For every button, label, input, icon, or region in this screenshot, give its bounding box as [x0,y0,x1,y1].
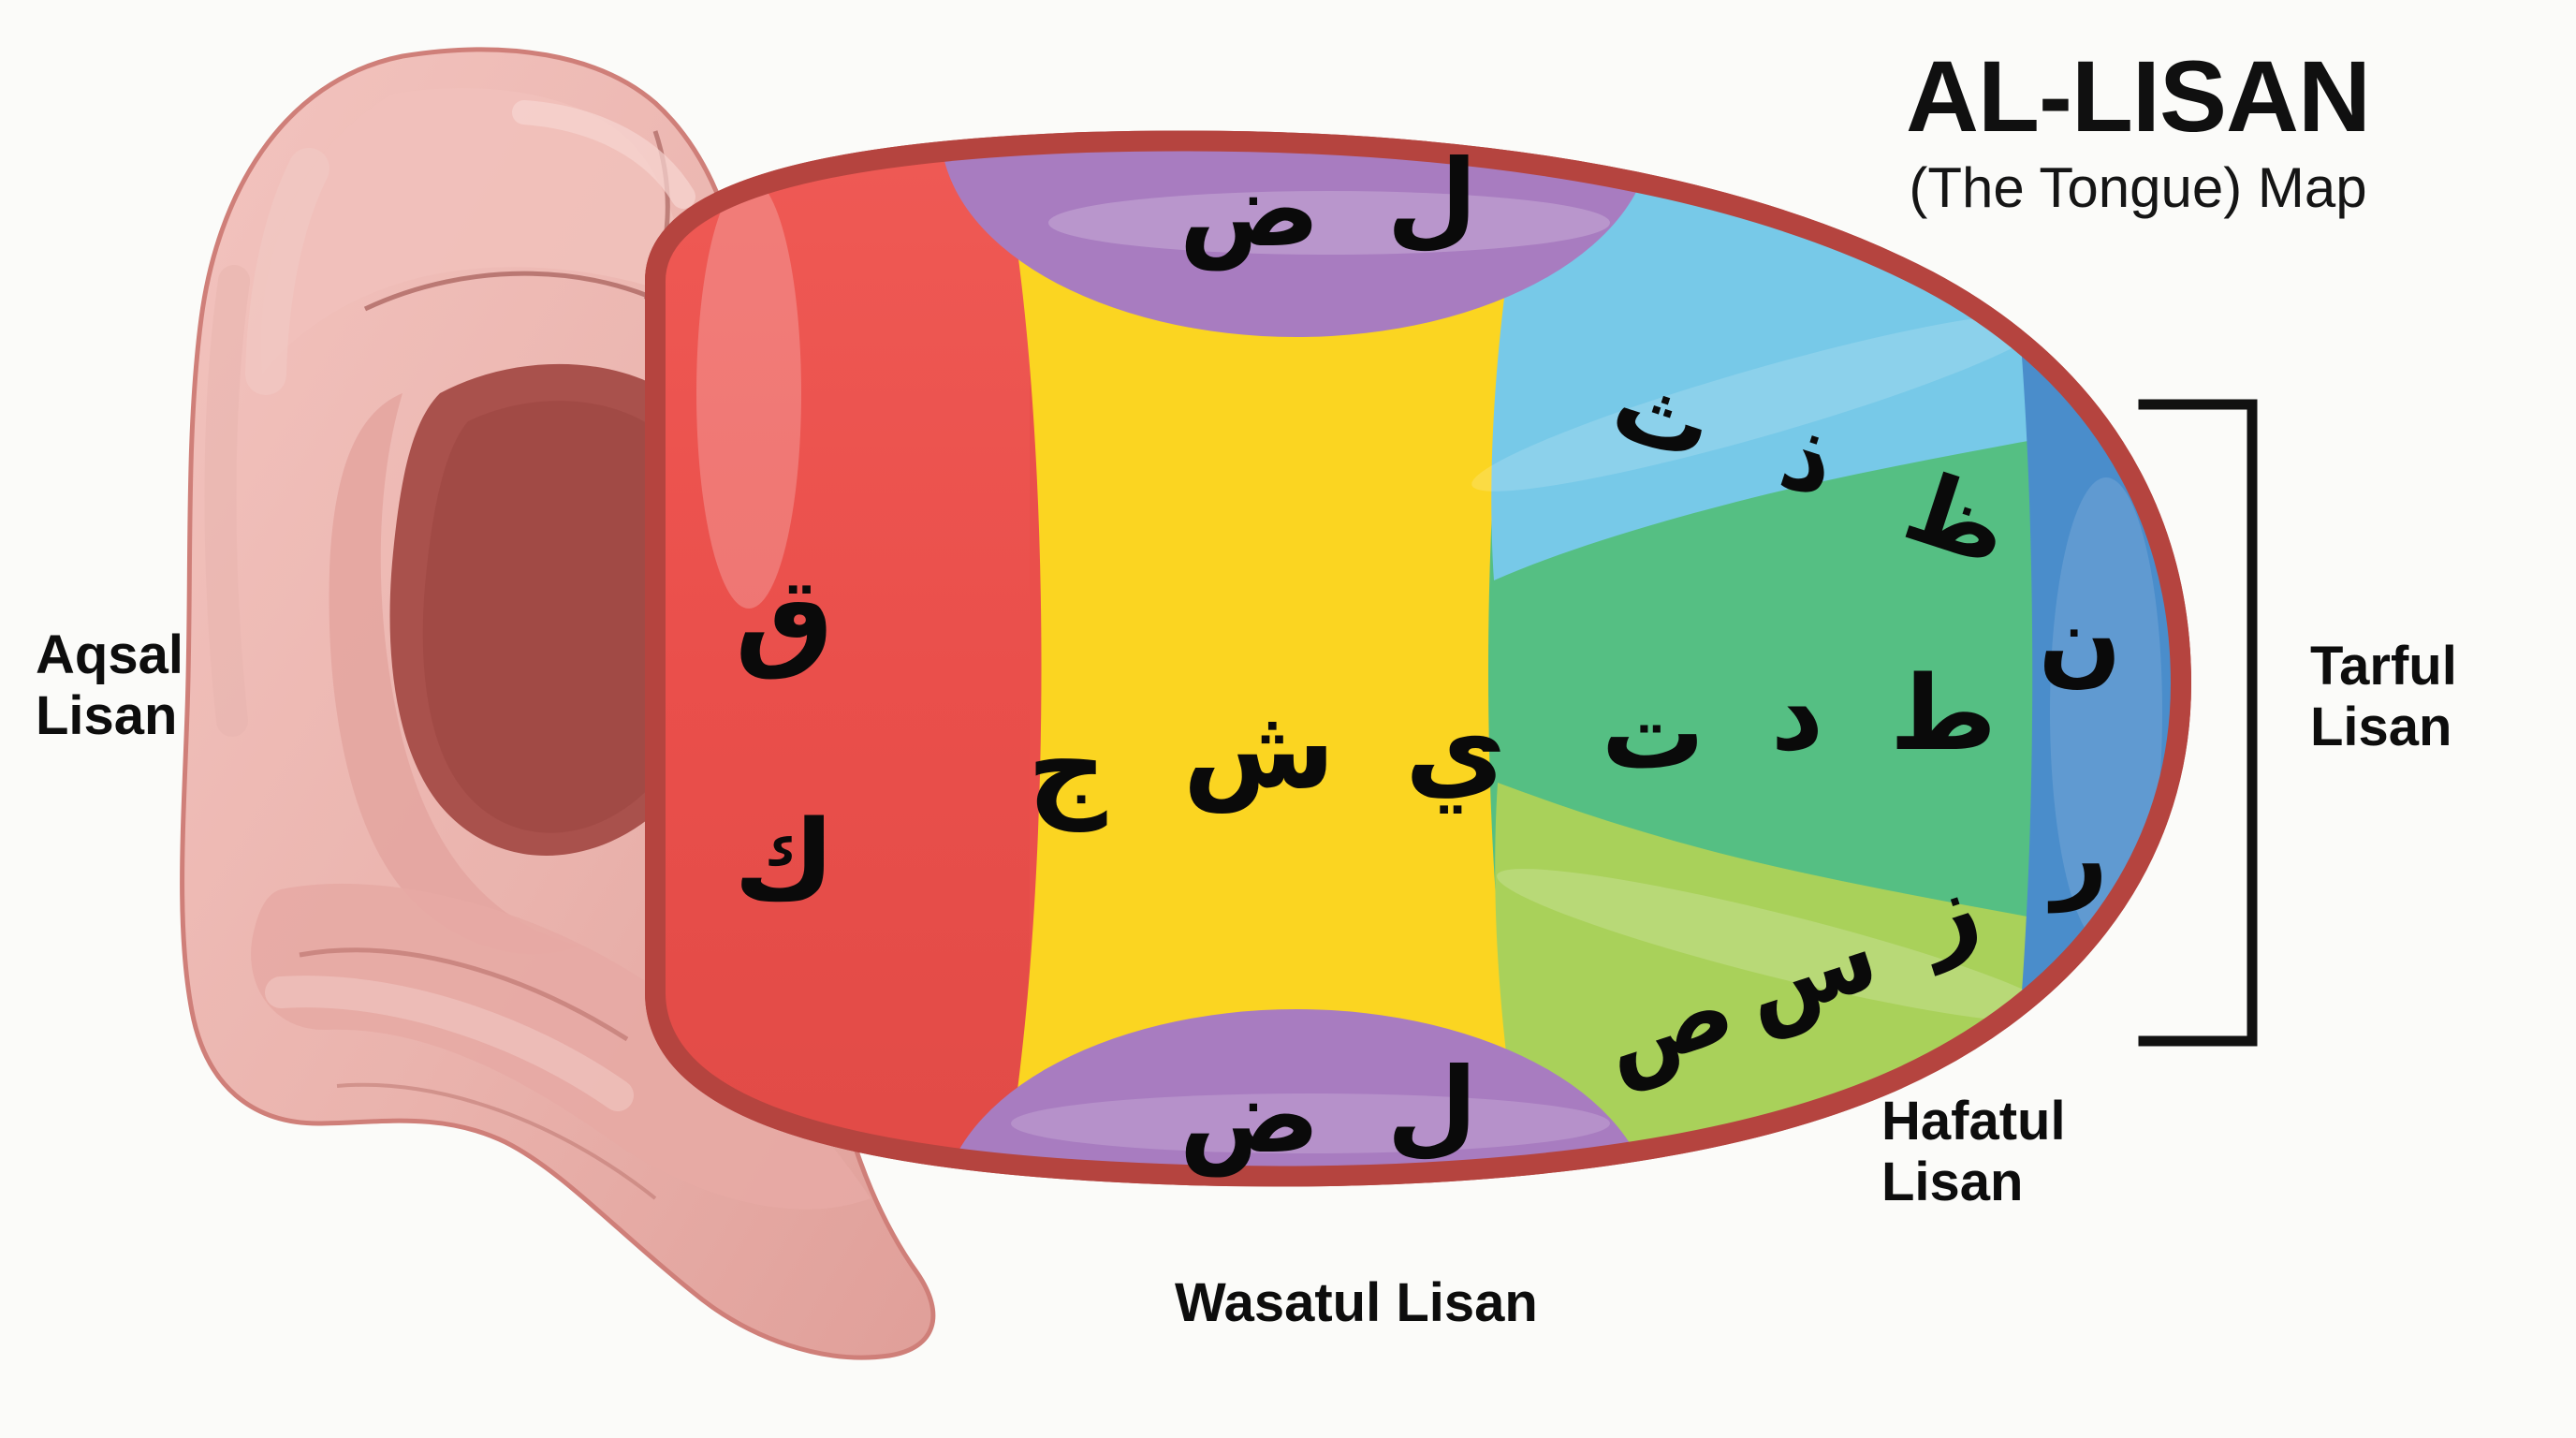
letter-ra: ر [2047,799,2108,913]
label-tarful-line1: Tarful [2310,636,2457,697]
label-wasatul-lisan: Wasatul Lisan [1175,1272,1538,1333]
label-aqsal-lisan: Aqsal Lisan [36,624,316,747]
arabic-letters-layer: ق ك ج ش ي ض ل ض ل ث ذ ظ ت د ط ص س ز [734,138,2121,1178]
region-tarful-blue [1994,140,2181,1177]
label-hafatul-lisan: Hafatul Lisan [1881,1091,2256,1213]
label-aqsal-line2: Lisan [36,684,178,746]
letter-dad-bottom: ض [1179,1055,1321,1178]
title-block: AL-LISAN (The Tongue) Map [1801,39,2475,220]
tarful-lisan-bracket [2138,399,2258,1047]
label-hafatul-line2: Lisan [1881,1151,2024,1212]
letter-jim: ج [1027,702,1106,832]
region-aqsal-lisan [655,140,1030,1177]
page-title: AL-LISAN [1906,39,2371,153]
letter-qaf: ق [735,552,834,682]
region-hafatul-purple-top [941,140,1652,337]
page-subtitle: (The Tongue) Map [1909,156,2367,220]
letter-lam-top: ل [1386,138,1477,259]
label-aqsal-line1: Aqsal [36,624,183,685]
label-hafatul-line1: Hafatul [1881,1091,2066,1152]
letter-nun: ن [2039,583,2122,697]
letter-dad-top: ض [1179,149,1321,271]
region-wasatul-lisan [992,140,1573,1177]
letter-lam-bottom: ل [1386,1046,1477,1167]
letter-shin: ش [1183,683,1336,814]
letter-ta: ت [1602,672,1705,792]
label-tarful-line2: Lisan [2310,696,2452,757]
letter-dal: د [1771,653,1823,773]
letter-ya: ي [1405,683,1506,814]
letter-kaf: ك [734,796,835,925]
label-tarful-lisan: Tarful Lisan [2310,636,2576,758]
region-hafatul-purple-bottom [941,1009,1652,1177]
letter-ta-emphatic: ط [1890,653,1997,773]
